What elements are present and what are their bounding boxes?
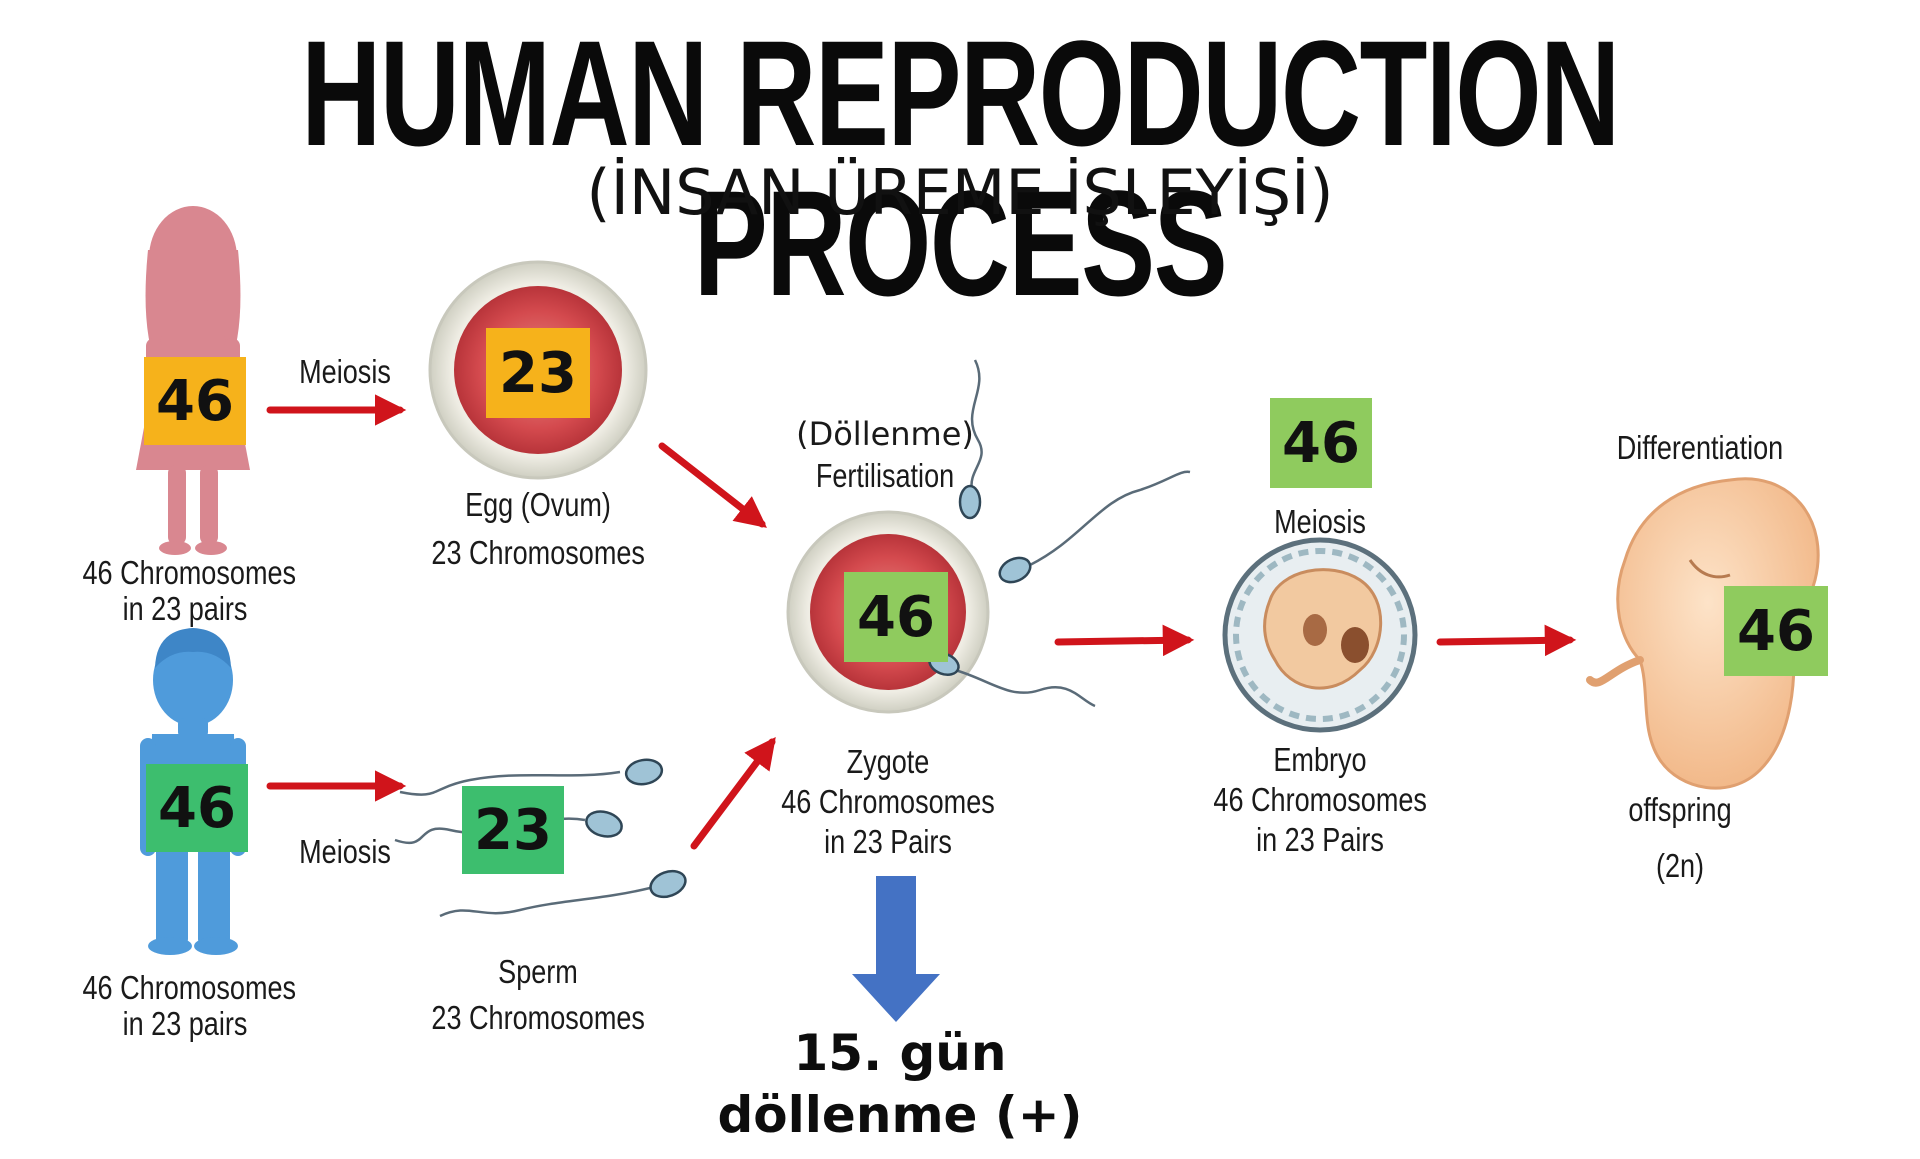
- embryo-caption-line3: in 23 Pairs: [1256, 821, 1384, 858]
- sperm-caption-line2: 23 Chromosomes: [431, 999, 645, 1036]
- zygote-caption-line2: 46 Chromosomes: [781, 783, 995, 820]
- embryo-stage-label: Meiosis: [1274, 503, 1366, 540]
- sperm-caption-line1: Sperm: [498, 953, 578, 990]
- arrow-embryo-to-offspring: [1436, 624, 1577, 657]
- egg-count-badge: 23: [486, 328, 590, 418]
- fertilisation-label-tr: (Döllenme): [796, 415, 974, 453]
- embryo-icon: [1222, 537, 1418, 733]
- fetus-icon: [1586, 477, 1820, 790]
- page-subtitle: (İNSAN ÜREME İŞLEYİŞİ): [586, 156, 1334, 229]
- sperm-count-badge: 23: [462, 786, 564, 874]
- fertilisation-label-en: Fertilisation: [815, 457, 955, 494]
- female-count-badge: 46: [144, 357, 246, 445]
- down-arrow-icon: [852, 876, 940, 1022]
- zygote-caption-line3: in 23 Pairs: [824, 823, 952, 860]
- egg-caption-line1: Egg (Ovum): [465, 486, 611, 523]
- page-title: HUMAN REPRODUCTION PROCESS: [301, 9, 1620, 327]
- female-caption-line2: in 23 pairs: [122, 590, 248, 627]
- bottom-note-line2: döllenme (+): [717, 1086, 1083, 1144]
- bottom-note-line1: 15. gün: [793, 1024, 1007, 1082]
- male-count-badge: 46: [146, 764, 248, 852]
- differentiation-label: Differentiation: [1616, 429, 1784, 466]
- male-caption-line1: 46 Chromosomes: [82, 969, 297, 1006]
- embryo-caption-line1: Embryo: [1273, 741, 1367, 778]
- offspring-caption-line1: offspring: [1628, 791, 1732, 828]
- embryo-caption-line2: 46 Chromosomes: [1213, 781, 1427, 818]
- meiosis-top-label: Meiosis: [299, 353, 391, 390]
- embryo-count-badge: 46: [1270, 398, 1372, 488]
- arrow-zygote-to-embryo: [1054, 624, 1195, 657]
- offspring-count-badge: 46: [1724, 586, 1828, 676]
- flow-arrows: [266, 394, 1577, 850]
- meiosis-bottom-label: Meiosis: [299, 833, 391, 870]
- zygote-count-badge: 46: [844, 572, 948, 662]
- arrow-egg-to-zygote: [658, 442, 767, 528]
- arrow-sperm-to-zygote: [690, 736, 776, 850]
- offspring-caption-line2: (2n): [1655, 847, 1705, 884]
- zygote-caption-line1: Zygote: [846, 743, 930, 780]
- egg-caption-line2: 23 Chromosomes: [431, 534, 645, 571]
- male-caption-line2: in 23 pairs: [122, 1005, 248, 1042]
- female-caption-line1: 46 Chromosomes: [82, 554, 297, 591]
